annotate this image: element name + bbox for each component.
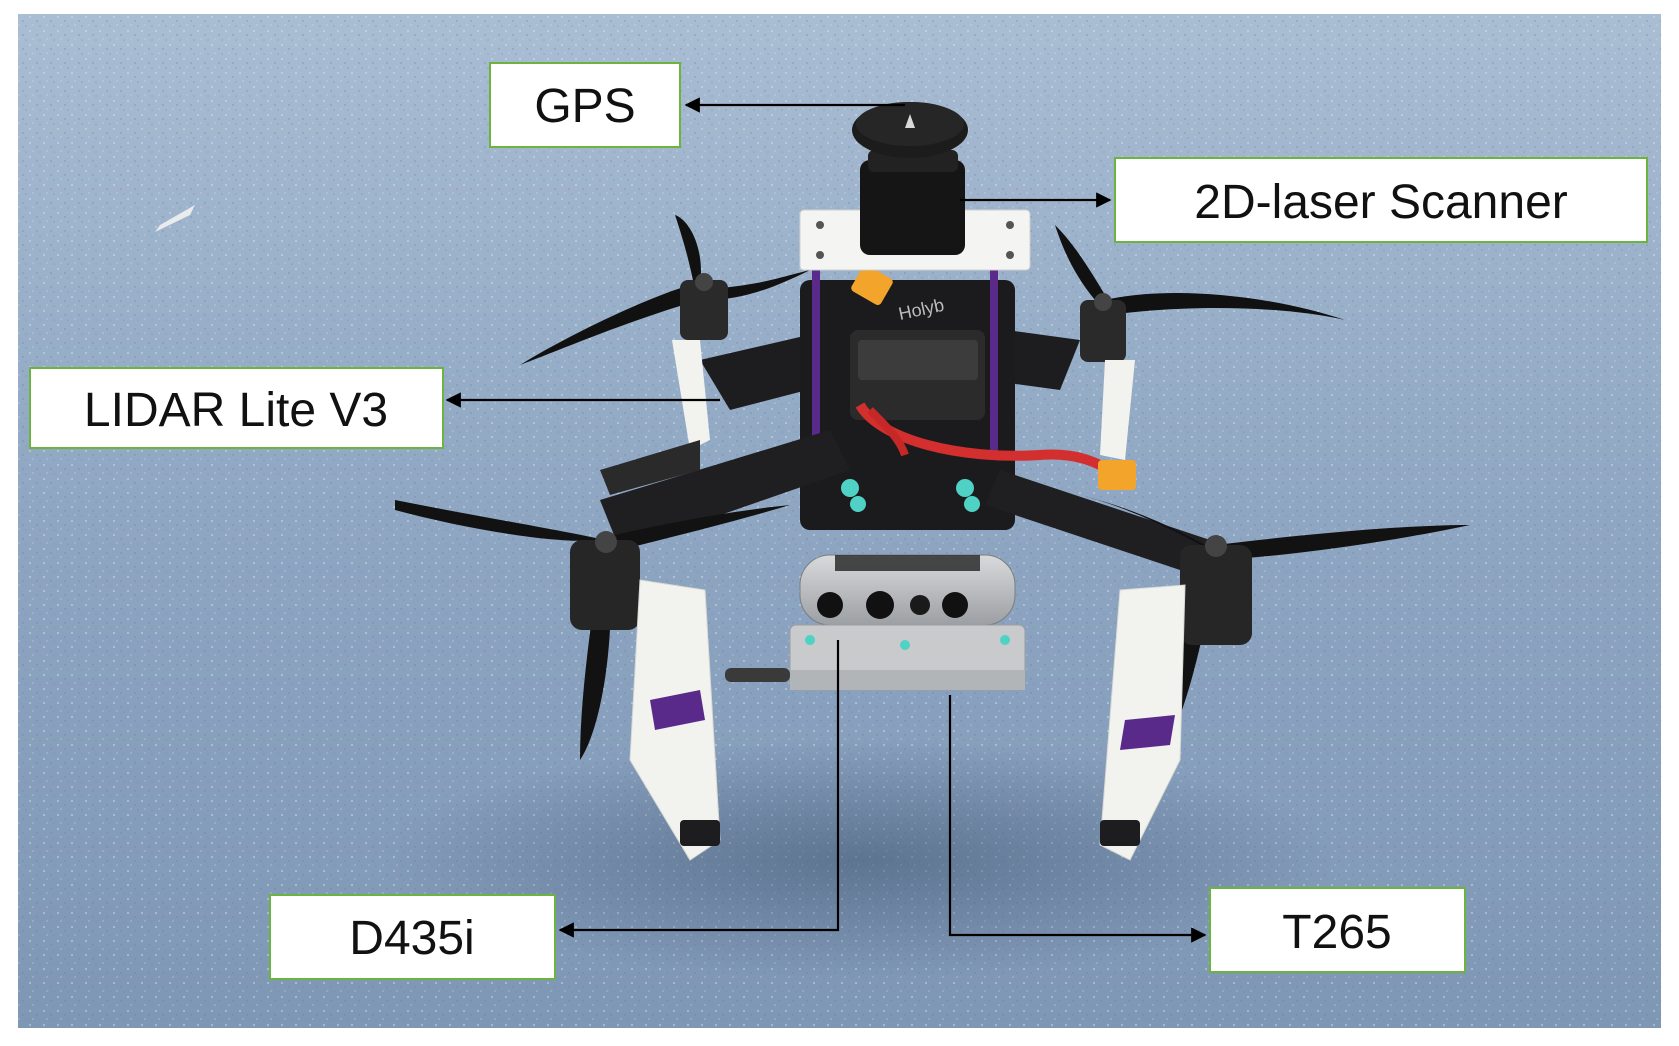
label-d435i: D435i — [269, 894, 556, 980]
label-d435i-text: D435i — [349, 912, 474, 965]
leader-d435i — [558, 640, 840, 938]
front-right-rotor — [1080, 495, 1470, 755]
drone: Holyb — [395, 102, 1470, 861]
label-lidar-text: LIDAR Lite V3 — [84, 384, 388, 437]
label-gps-text: GPS — [534, 80, 635, 133]
label-lidar: LIDAR Lite V3 — [29, 367, 444, 449]
leader-lines — [445, 97, 1207, 943]
rear-right-rotor — [1055, 225, 1345, 362]
leader-t265 — [948, 695, 1207, 943]
label-laser-scanner-text: 2D-laser Scanner — [1194, 176, 1568, 229]
floor-mark — [155, 205, 195, 232]
front-arms — [600, 430, 1210, 575]
front-left-rotor — [395, 500, 790, 760]
label-gps: GPS — [489, 62, 681, 148]
gps-unit — [852, 102, 968, 158]
t265-camera — [725, 624, 1026, 691]
drone-shadow — [380, 740, 1340, 980]
label-laser-scanner: 2D-laser Scanner — [1114, 157, 1648, 243]
front-landing-legs — [629, 579, 1186, 861]
center-stack: Holyb — [800, 264, 1136, 530]
d435i-camera — [799, 554, 1016, 626]
label-t265: T265 — [1209, 887, 1466, 973]
rear-left-rotor — [520, 215, 810, 365]
label-t265-text: T265 — [1282, 906, 1391, 959]
rear-landing-legs — [672, 340, 1135, 460]
laser-scanner-unit — [860, 150, 965, 255]
